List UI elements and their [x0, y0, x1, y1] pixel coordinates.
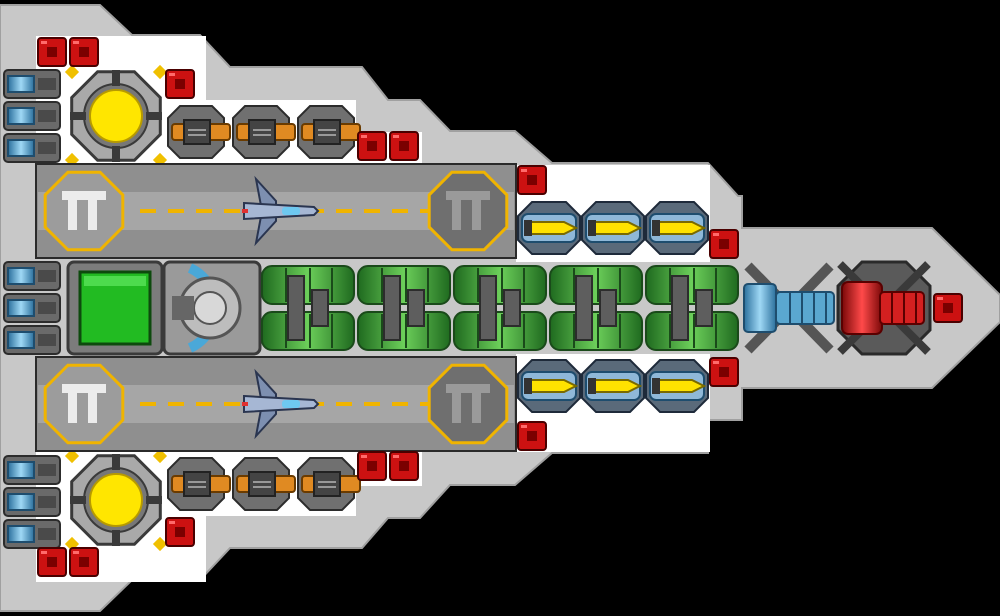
fuel-cell	[261, 265, 355, 351]
missile-launcher	[645, 201, 709, 255]
armor-block	[357, 451, 387, 481]
armor-block	[389, 131, 419, 161]
armor-block	[389, 451, 419, 481]
landing-pad	[427, 170, 509, 252]
armor-block	[709, 229, 739, 259]
missile-launcher	[581, 359, 645, 413]
thruster	[3, 101, 61, 131]
thruster	[3, 69, 61, 99]
missile-launcher	[517, 201, 581, 255]
armor-block	[357, 131, 387, 161]
armor-block	[709, 357, 739, 387]
shield-generator	[64, 64, 168, 168]
fuel-cell	[357, 265, 451, 351]
hangar	[35, 163, 517, 259]
thruster-bank	[3, 69, 61, 163]
fuel-cell	[645, 265, 739, 351]
fuel-cell	[549, 265, 643, 351]
missile-launcher	[645, 359, 709, 413]
thruster	[3, 487, 61, 517]
armor-block	[69, 547, 99, 577]
missile-launcher	[581, 201, 645, 255]
fuel-cell	[453, 265, 547, 351]
thruster	[3, 293, 61, 323]
armor-block	[37, 37, 67, 67]
armor-block	[165, 69, 195, 99]
armor-block	[517, 165, 547, 195]
missile-launcher	[517, 359, 581, 413]
fighter-craft	[242, 368, 320, 440]
thruster-bank	[3, 455, 61, 549]
armor-block	[69, 37, 99, 67]
autocannon	[297, 457, 361, 511]
autocannon	[167, 457, 231, 511]
armor-block	[517, 421, 547, 451]
armor-block	[933, 293, 963, 323]
autocannon	[297, 105, 361, 159]
bridge	[162, 260, 262, 356]
thruster	[3, 455, 61, 485]
thruster-bank	[3, 261, 61, 355]
landing-pad	[43, 363, 125, 445]
autocannon	[232, 457, 296, 511]
thruster	[3, 325, 61, 355]
armor-block	[165, 517, 195, 547]
heavy-laser	[836, 260, 932, 356]
thruster	[3, 261, 61, 291]
reactor	[66, 260, 164, 356]
autocannon	[167, 105, 231, 159]
hangar	[35, 356, 517, 452]
fighter-craft	[242, 175, 320, 247]
shield-generator	[64, 448, 168, 552]
landing-pad	[43, 170, 125, 252]
armor-block	[37, 547, 67, 577]
thruster	[3, 133, 61, 163]
ion-drive	[743, 262, 835, 354]
thruster	[3, 519, 61, 549]
landing-pad	[427, 363, 509, 445]
autocannon	[232, 105, 296, 159]
